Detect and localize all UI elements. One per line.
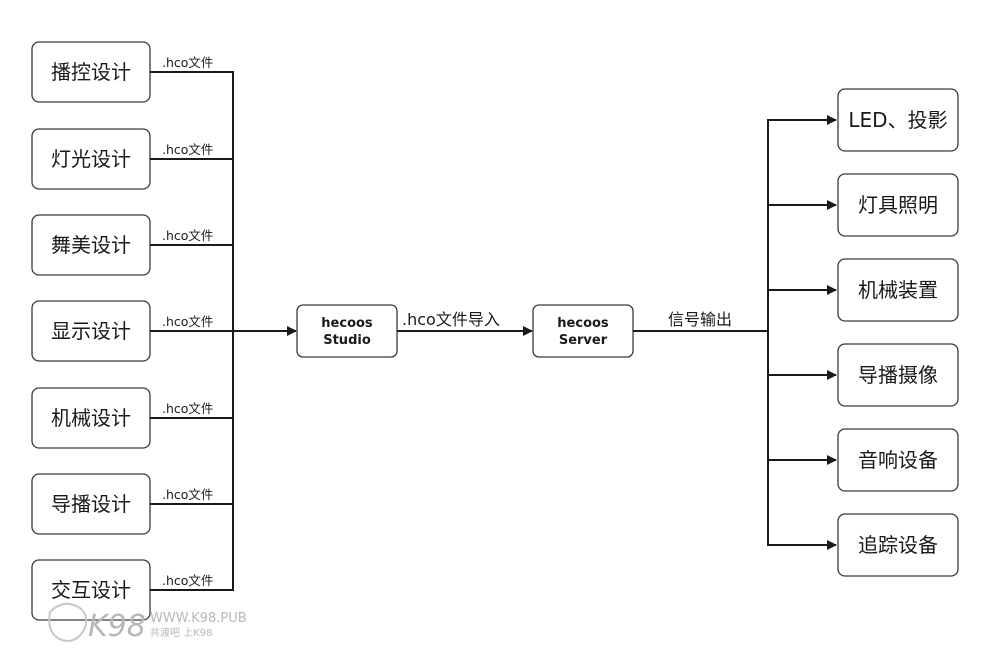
- import-label: .hco文件导入: [402, 310, 500, 329]
- input-node-label: 灯光设计: [51, 147, 131, 171]
- hecoos-server-node: hecoos Server: [532, 304, 634, 358]
- output-node-label: 机械装置: [858, 278, 938, 302]
- input-node-label: 机械设计: [51, 406, 131, 430]
- watermark-slogan: 共渡吧 上K98: [150, 626, 212, 639]
- output-node-label: 音响设备: [858, 448, 938, 472]
- edge-label-hco-file: .hco文件: [162, 55, 213, 70]
- output-node-led-projection: LED、投影: [837, 88, 959, 152]
- output-node-directing-camera: 导播摄像: [837, 343, 959, 407]
- server-label-line1: hecoos: [557, 316, 609, 331]
- input-node-label: 播控设计: [51, 60, 131, 84]
- output-label: 信号输出: [668, 310, 732, 329]
- output-node-label: 灯具照明: [858, 193, 938, 217]
- edge-label-hco-file: .hco文件: [162, 228, 213, 243]
- input-node-mechanical: 机械设计: [31, 387, 151, 449]
- input-node-directing: 导播设计: [31, 473, 151, 535]
- watermark: K98 WWW.K98.PUB 共渡吧 上K98: [48, 602, 247, 644]
- edge-label-hco-file: .hco文件: [162, 487, 213, 502]
- studio-label-line1: hecoos: [321, 316, 373, 331]
- edge-label-hco-file: .hco文件: [162, 142, 213, 157]
- input-edge-labels: .hco文件 .hco文件 .hco文件 .hco文件 .hco文件 .hco文…: [162, 55, 213, 588]
- edge-label-hco-file: .hco文件: [162, 401, 213, 416]
- input-node-label: 舞美设计: [51, 233, 131, 257]
- input-node-label: 交互设计: [51, 578, 131, 602]
- input-node-label: 导播设计: [51, 492, 131, 516]
- input-node-broadcast-control: 播控设计: [31, 41, 151, 103]
- output-node-tracking-equipment: 追踪设备: [837, 513, 959, 577]
- input-node-label: 显示设计: [51, 319, 131, 343]
- output-node-mechanical-devices: 机械装置: [837, 258, 959, 322]
- output-node-label: LED、投影: [848, 108, 947, 132]
- output-node-lighting-fixtures: 灯具照明: [837, 173, 959, 237]
- server-label-line2: Server: [559, 333, 608, 348]
- edge-label-hco-file: .hco文件: [162, 314, 213, 329]
- hecoos-studio-node: hecoos Studio: [296, 304, 398, 358]
- input-node-lighting: 灯光设计: [31, 128, 151, 190]
- output-node-label: 导播摄像: [858, 363, 938, 387]
- input-node-display: 显示设计: [31, 300, 151, 362]
- input-node-stage-art: 舞美设计: [31, 214, 151, 276]
- output-node-audio-equipment: 音响设备: [837, 428, 959, 492]
- edge-label-hco-file: .hco文件: [162, 573, 213, 588]
- studio-label-line2: Studio: [323, 333, 371, 348]
- output-node-label: 追踪设备: [858, 533, 938, 557]
- output-connectors: [767, 115, 837, 550]
- watermark-logo-icon: [48, 602, 88, 642]
- watermark-logo-text: K98: [88, 609, 146, 644]
- watermark-url: WWW.K98.PUB: [150, 611, 247, 626]
